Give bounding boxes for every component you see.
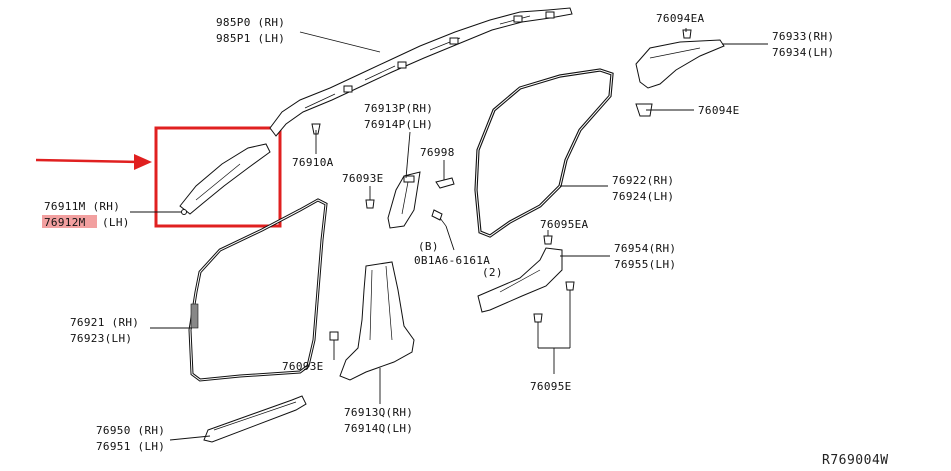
rear-weatherstrip <box>474 68 614 238</box>
label-bolt-2: 0B1A6-6161A <box>414 254 490 267</box>
front-weatherstrip <box>188 198 328 382</box>
label-center-upper-rh: 76913P(RH) <box>364 102 433 115</box>
clip-76095e <box>533 281 575 323</box>
label-clip-76093e-top: 76093E <box>342 172 384 185</box>
label-front-weatherstrip-rh: 76921 (RH) <box>70 316 139 329</box>
rear-lower-garnish <box>477 247 563 313</box>
label-clip-76093e-bottom: 76093E <box>282 360 324 373</box>
label-upper-rear-rh: 76933(RH) <box>772 30 834 43</box>
label-center-lower-lh: 76914Q(LH) <box>344 422 413 435</box>
reference-code: R769004W <box>822 453 889 468</box>
label-clip-76998: 76998 <box>420 146 455 159</box>
label-rear-weatherstrip-lh: 76924(LH) <box>612 190 674 203</box>
label-clip-76094ea: 76094EA <box>656 12 705 25</box>
label-bolt-1: (B) <box>418 240 439 253</box>
clip-76998 <box>435 177 455 189</box>
label-front-pillar-lh: 76912M <box>44 216 86 229</box>
label-rear-lower-lh: 76955(LH) <box>614 258 676 271</box>
label-highlight <box>42 215 97 228</box>
label-rear-weatherstrip-rh: 76922(RH) <box>612 174 674 187</box>
label-front-pillar-rh: 76911M (RH) <box>44 200 120 213</box>
label-sill-lh: 76951 (LH) <box>96 440 165 453</box>
clip-76093e-top <box>365 199 375 209</box>
leader-lines <box>130 28 768 441</box>
highlight-box <box>154 126 282 228</box>
label-front-weatherstrip-lh: 76923(LH) <box>70 332 132 345</box>
front-pillar-garnish <box>179 143 271 215</box>
label-rear-lower-rh: 76954(RH) <box>614 242 676 255</box>
label-airbag-lh: 985P1 (LH) <box>216 32 285 45</box>
label-upper-rear-lh: 76934(LH) <box>772 46 834 59</box>
label-clip-76094e: 76094E <box>698 104 740 117</box>
label-bolt-3: (2) <box>482 266 503 279</box>
clip-76093e-bottom <box>329 331 339 341</box>
label-front-pillar-lh-suffix: (LH) <box>102 216 130 229</box>
label-clip-76095e: 76095E <box>530 380 572 393</box>
clip-76095ea <box>543 235 553 245</box>
label-sill-rh: 76950 (RH) <box>96 424 165 437</box>
clip-76094e <box>635 103 653 117</box>
bolt <box>431 209 447 227</box>
label-clip-76095ea: 76095EA <box>540 218 589 231</box>
label-clip-76910a: 76910A <box>292 156 334 169</box>
curtain-airbag <box>269 7 573 137</box>
sill-plate <box>203 395 307 443</box>
highlight-arrow <box>35 154 152 170</box>
center-pillar-upper <box>387 171 421 229</box>
rear-pillar-upper <box>635 39 725 89</box>
clip-76910a <box>311 123 321 135</box>
label-center-lower-rh: 76913Q(RH) <box>344 406 413 419</box>
label-airbag-rh: 985P0 (RH) <box>216 16 285 29</box>
label-center-upper-lh: 76914P(LH) <box>364 118 433 131</box>
clip-76094ea <box>682 29 692 39</box>
center-pillar-lower <box>339 261 415 381</box>
